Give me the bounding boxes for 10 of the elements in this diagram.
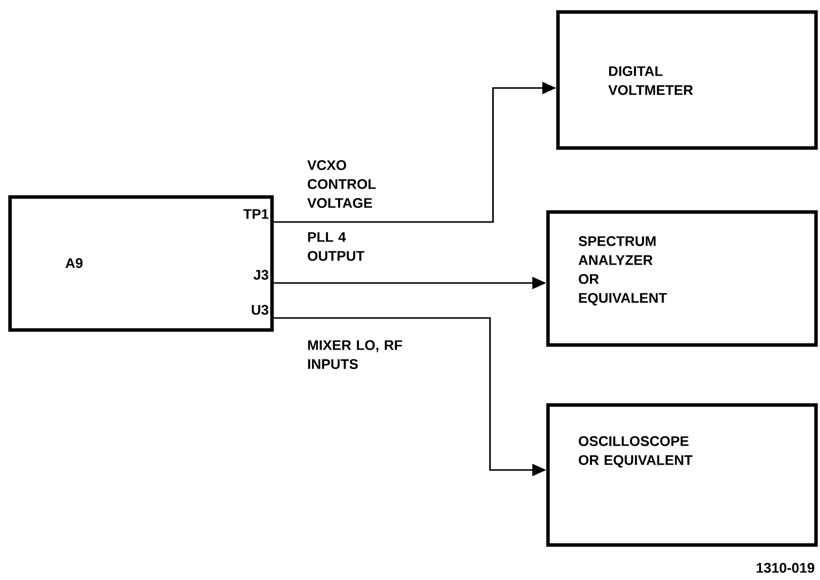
pin-label: U3: [252, 304, 268, 315]
instrument-box: OSCILLOSCOPE OR EQUIVALENT: [546, 403, 818, 547]
pin-label: J3: [254, 270, 268, 280]
edge-label: PLL 4 OUTPUT: [308, 232, 364, 261]
instrument-box: SPECTRUM ANALYZER OR EQUIVALENT: [546, 210, 818, 347]
figure-number: 1310-019: [756, 562, 814, 573]
edge-label: MIXER LO, RF INPUTS: [308, 340, 402, 369]
instrument-box: DIGITAL VOLTMETER: [556, 10, 818, 150]
edge-label: VCXO CONTROL VOLTAGE: [307, 160, 376, 208]
pin-label: TP1: [243, 209, 268, 219]
